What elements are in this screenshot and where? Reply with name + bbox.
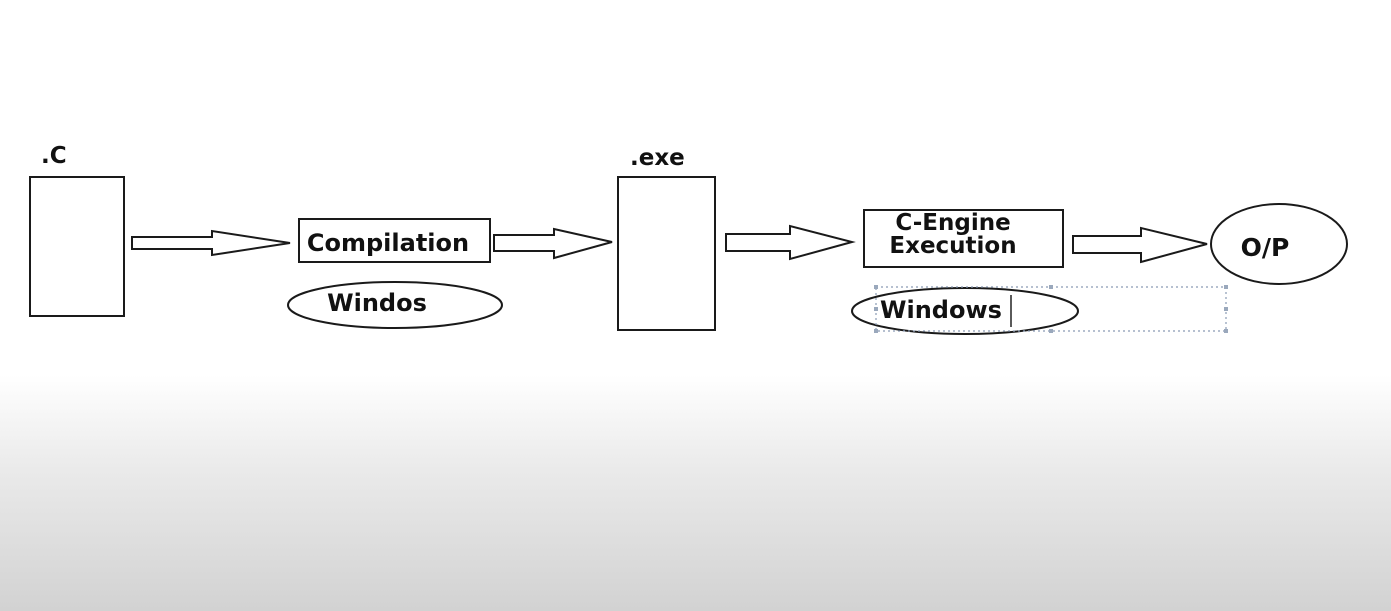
selection-handle-top-left[interactable] xyxy=(874,285,878,289)
executable-file-label: .exe xyxy=(630,145,685,171)
selection-handle-top-center[interactable] xyxy=(1049,285,1053,289)
source-file-label: .C xyxy=(41,143,67,169)
output-label: O/P xyxy=(1241,233,1290,262)
arrow-engine-to-output xyxy=(1072,226,1208,264)
compilation-platform-label: Windos xyxy=(327,289,427,317)
arrow-compilation-to-exe xyxy=(493,227,613,260)
selection-handle-bottom-left[interactable] xyxy=(874,329,878,333)
executable-file-box xyxy=(617,176,716,331)
compilation-platform-ellipse xyxy=(287,281,503,329)
selection-handle-bottom-right[interactable] xyxy=(1224,329,1228,333)
source-file-box xyxy=(29,176,125,317)
selection-handle-bottom-center[interactable] xyxy=(1049,329,1053,333)
engine-label-line2: Execution xyxy=(889,233,1016,259)
selection-handle-middle-right[interactable] xyxy=(1224,307,1228,311)
engine-label-line1: C-Engine xyxy=(895,210,1010,236)
selection-handle-top-right[interactable] xyxy=(1224,285,1228,289)
engine-execution-box xyxy=(863,209,1064,268)
selection-handle-middle-left[interactable] xyxy=(874,307,878,311)
compilation-box xyxy=(298,218,491,263)
output-ellipse xyxy=(1210,203,1348,285)
arrow-exe-to-engine xyxy=(725,224,856,261)
compilation-label: Compilation xyxy=(307,229,469,257)
execution-platform-ellipse xyxy=(851,287,1079,335)
execution-platform-label[interactable]: Windows xyxy=(880,296,1002,324)
arrow-source-to-compilation xyxy=(131,229,291,257)
